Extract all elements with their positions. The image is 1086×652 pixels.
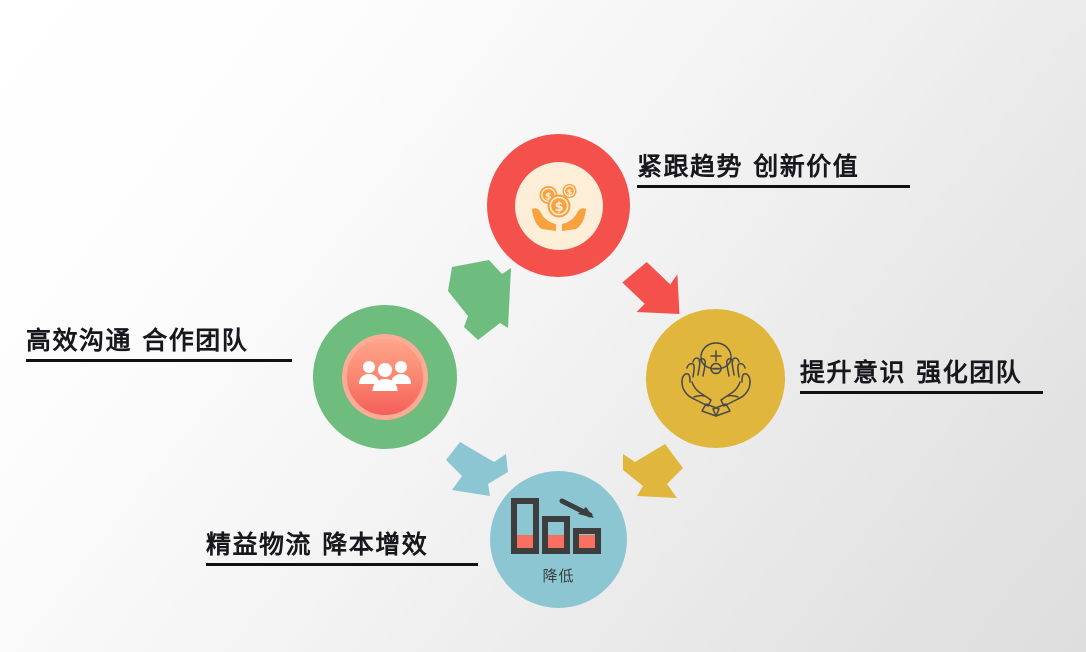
node-logistics-cost[interactable]: 降低 <box>490 471 627 608</box>
label-logistics-cost: 精益物流 降本增效 <box>206 530 478 566</box>
label-innovation-value: 紧跟趋势 创新价值 <box>637 152 910 188</box>
declining-bar-chart-icon <box>510 498 601 554</box>
node-communication-team[interactable] <box>313 305 457 449</box>
label-innovation-value-rule <box>637 185 910 188</box>
label-logistics-cost-text: 精益物流 降本增效 <box>206 530 429 559</box>
hands-holding-money-icon: $ $ $ <box>531 183 586 231</box>
svg-text:$: $ <box>545 191 552 202</box>
node-top-inner-disc: $ $ $ <box>514 161 603 250</box>
node-bottom-chart-wrap <box>510 497 608 560</box>
label-communication-team: 高效沟通 合作团队 <box>26 326 292 362</box>
node-bottom-caption: 降低 <box>542 567 575 585</box>
arrow-yellow-down-left <box>623 444 683 498</box>
svg-text:$: $ <box>554 200 563 215</box>
label-awareness-team-text: 提升意识 强化团队 <box>800 358 1023 387</box>
people-group-icon <box>359 361 411 391</box>
node-awareness-team[interactable] <box>646 309 785 448</box>
label-awareness-team-rule <box>800 391 1043 394</box>
node-innovation-value[interactable]: $ $ $ <box>487 134 630 277</box>
node-left-inner-disc <box>342 334 428 420</box>
label-logistics-cost-rule <box>206 563 478 566</box>
label-innovation-value-text: 紧跟趋势 创新价值 <box>637 152 860 181</box>
label-communication-team-text: 高效沟通 合作团队 <box>26 326 249 355</box>
arrow-green-up-right <box>448 260 511 340</box>
hands-holding-plus-minus-icon <box>680 341 751 417</box>
label-communication-team-rule <box>26 359 292 362</box>
arrow-blue-up-left <box>446 442 508 496</box>
svg-text:$: $ <box>566 187 572 196</box>
arrow-red-down-right <box>622 262 680 315</box>
label-awareness-team: 提升意识 强化团队 <box>800 358 1043 394</box>
